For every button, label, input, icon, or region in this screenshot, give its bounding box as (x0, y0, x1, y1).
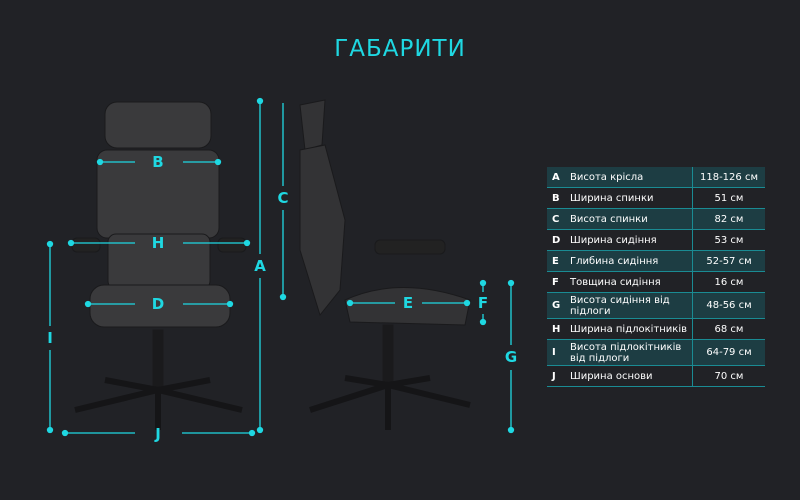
row-value: 70 см (692, 365, 765, 387)
row-name: Глибина сидіння (566, 250, 693, 272)
row-value: 64-79 см (692, 339, 765, 366)
dimension-label-f: F (477, 294, 489, 312)
row-value: 51 см (692, 187, 765, 209)
row-name: Ширина основи (566, 365, 693, 387)
row-value: 53 см (692, 229, 765, 251)
row-key: B (547, 187, 566, 209)
row-value: 48-56 см (692, 292, 765, 319)
row-name: Ширина підлокітників (566, 318, 693, 340)
row-key: H (547, 318, 566, 340)
chair-side-image (299, 99, 471, 430)
row-key: A (547, 167, 566, 188)
row-value: 52-57 см (692, 250, 765, 272)
row-value: 68 см (692, 318, 765, 340)
row-key: E (547, 250, 566, 272)
dimension-label-e: E (402, 294, 414, 312)
page-title: ГАБАРИТИ (334, 36, 466, 62)
dimension-label-h: H (151, 234, 165, 252)
dimension-label-c: C (277, 189, 289, 207)
dimension-label-g: G (504, 348, 518, 366)
chair-front-image (71, 101, 247, 430)
row-name: Висота сидіння від підлоги (566, 292, 693, 319)
row-name: Висота спинки (566, 208, 693, 230)
row-key: D (547, 229, 566, 251)
dimension-label-a: A (254, 257, 266, 275)
row-name: Висота крісла (566, 167, 693, 188)
dimension-label-j: J (155, 425, 161, 443)
row-name: Ширина спинки (566, 187, 693, 209)
row-key: G (547, 292, 566, 319)
row-value: 82 см (692, 208, 765, 230)
row-key: C (547, 208, 566, 230)
row-key: I (547, 339, 566, 366)
row-name: Ширина сидіння (566, 229, 693, 251)
row-key: J (547, 365, 566, 387)
row-key: F (547, 271, 566, 293)
dimension-label-d: D (151, 295, 165, 313)
dimension-label-i: I (47, 329, 53, 347)
dimension-lines (46, 97, 515, 437)
row-value: 16 см (692, 271, 765, 293)
dimension-label-b: B (152, 153, 164, 171)
row-name: Висота підлокітників від підлоги (566, 339, 693, 366)
row-value: 118-126 см (692, 167, 765, 188)
row-name: Товщина сидіння (566, 271, 693, 293)
